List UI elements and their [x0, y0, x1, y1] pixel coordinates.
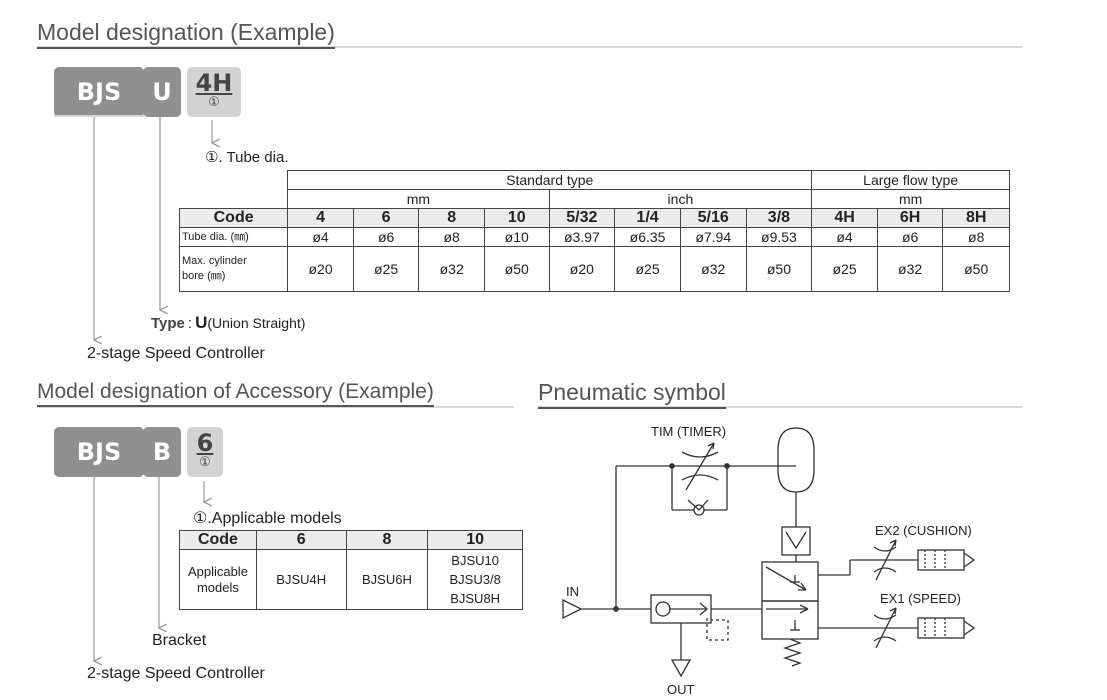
in-label: IN — [566, 584, 579, 599]
ex1-label: EX1 (SPEED) — [880, 591, 961, 606]
applicable-label-line1: Applicable — [187, 563, 248, 579]
type-label: Type — [151, 315, 185, 332]
applicable-cell: BJSU6H — [345, 549, 429, 610]
applicable-multi-2: BJSU3/8 — [449, 572, 501, 587]
tube-dia-table: Standard type Large flow type mm inch mm… — [178, 170, 1010, 292]
acc-code-option: 6 ① — [187, 427, 223, 477]
tube-cell: ø6 — [352, 227, 420, 247]
bore-cell: ø25 — [811, 246, 878, 292]
applicable-multi-1: BJSU10 — [451, 553, 499, 568]
model-designation-title: Model designation (Example) — [37, 18, 1022, 49]
applicable-heading: ①.Applicable models — [193, 510, 342, 527]
bore-label: Max. cylinder bore (㎜) — [178, 246, 289, 292]
code-cell: 5/16 — [679, 208, 747, 228]
bore-label-line2: bore (㎜) — [182, 270, 226, 282]
tube-cell: ø4 — [811, 227, 878, 247]
acc-code-label: Code — [179, 530, 257, 550]
type-code: U — [195, 313, 208, 332]
code-cell: 4 — [287, 208, 354, 228]
code-cell: 1/4 — [614, 208, 681, 228]
ex1-silencer-icon — [917, 617, 965, 639]
out-port-icon — [670, 659, 692, 678]
code-cell: 10 — [483, 208, 550, 228]
code-label: Code — [178, 208, 289, 228]
applicable-label-line2: models — [196, 579, 239, 595]
code-cell: 6H — [876, 208, 944, 228]
bore-cell: ø20 — [548, 246, 616, 292]
in-port-icon — [562, 598, 583, 620]
bore-cell: ø25 — [352, 246, 420, 292]
acc-code-value: 6 — [196, 429, 214, 457]
acc-code-bjs: BJS — [54, 427, 144, 477]
code-cell: 5/32 — [548, 208, 616, 228]
applicable-cell-multi: BJSU10 BJSU3/8 BJSU8H — [427, 549, 523, 610]
bore-cell: ø25 — [614, 246, 681, 292]
acc-code-cell: 8 — [345, 530, 429, 550]
acc-code-b: B — [143, 427, 181, 477]
code-tube-option: 4H ① — [187, 67, 241, 117]
accessory-title: Model designation of Accessory (Example) — [37, 378, 514, 408]
tube-cell: ø7.94 — [679, 227, 747, 247]
bore-cell: ø32 — [876, 246, 944, 292]
code-u: U — [143, 67, 181, 117]
tank-icon — [777, 427, 815, 493]
out-label: OUT — [667, 682, 695, 697]
bore-cell: ø32 — [418, 246, 485, 292]
ex2-silencer-icon — [917, 549, 965, 571]
bore-cell: ø50 — [483, 246, 550, 292]
bore-label-line1: Max. cylinder — [182, 255, 247, 267]
type-sep: : — [187, 315, 193, 332]
code-bjs: BJS — [54, 67, 144, 117]
bore-cell: ø32 — [679, 246, 747, 292]
acc-code-num: ① — [199, 455, 211, 470]
acc-code-cell: 10 — [427, 530, 523, 550]
applicable-label: Applicable models — [179, 549, 257, 610]
code-bjs-bar — [54, 115, 144, 117]
bore-cell: ø50 — [745, 246, 813, 292]
code-cell: 4H — [811, 208, 878, 228]
tim-label: TIM (TIMER) — [651, 424, 727, 439]
applicable-multi-3: BJSU8H — [450, 591, 501, 606]
code-tube-num: ① — [208, 95, 220, 110]
tube-cell: ø6.35 — [614, 227, 681, 247]
code-tube-value: 4H — [195, 69, 233, 97]
bore-cell: ø20 — [287, 246, 354, 292]
product-label: 2-stage Speed Controller — [87, 345, 265, 362]
tube-dia-heading: ①. Tube dia. — [205, 149, 289, 166]
bracket-label: Bracket — [152, 632, 207, 649]
code-cell: 8 — [418, 208, 485, 228]
large-flow-type-header: Large flow type — [811, 170, 1010, 190]
acc-code-cell: 6 — [255, 530, 347, 550]
pneumatic-title: Pneumatic symbol — [538, 378, 1022, 409]
code-cell: 8H — [942, 208, 1010, 228]
type-line: Type:U(Union Straight) — [151, 313, 305, 333]
mm2-header: mm — [811, 189, 1010, 209]
type-desc: (Union Straight) — [207, 315, 306, 331]
applicable-table: Code 6 8 10 Applicable models BJSU4H BJS… — [179, 530, 523, 610]
bore-cell: ø50 — [942, 246, 1010, 292]
ex2-label: EX2 (CUSHION) — [875, 523, 972, 538]
acc-product-label: 2-stage Speed Controller — [87, 665, 265, 682]
